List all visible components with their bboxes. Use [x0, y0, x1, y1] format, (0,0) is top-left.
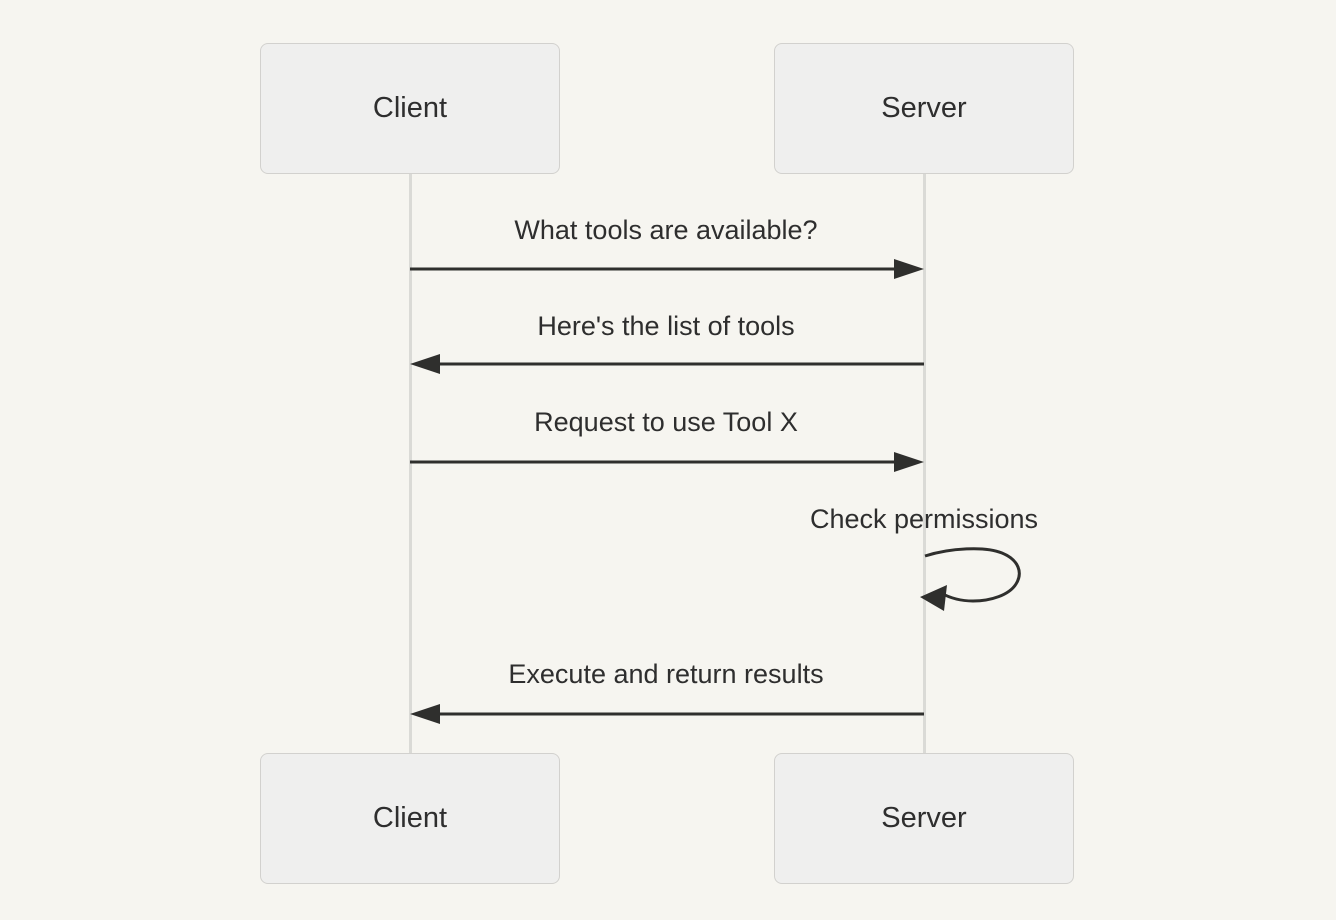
actor-box-server-top: Server [774, 43, 1074, 174]
actor-box-client-top: Client [260, 43, 560, 174]
message-label-2: Here's the list of tools [537, 311, 795, 341]
message-label-5: Execute and return results [508, 659, 824, 689]
actor-box-client-bottom: Client [260, 753, 560, 884]
lifeline-client [409, 174, 412, 753]
message-arrow-2 [410, 354, 924, 374]
actor-label-server-top: Server [881, 92, 967, 124]
actor-box-server-bottom: Server [774, 753, 1074, 884]
message-arrow-5 [410, 704, 924, 724]
actor-label-client-bottom: Client [372, 802, 448, 834]
lifeline-server [923, 174, 926, 753]
message-arrow-1 [410, 259, 924, 279]
message-label-4: Check permissions [809, 504, 1039, 534]
actor-label-server-bottom: Server [881, 802, 967, 834]
message-arrow-3 [410, 452, 924, 472]
message-label-3: Request to use Tool X [534, 407, 798, 437]
message-label-1: What tools are available? [514, 215, 818, 245]
actor-label-client-top: Client [372, 92, 448, 124]
message-self-loop [920, 547, 1021, 611]
